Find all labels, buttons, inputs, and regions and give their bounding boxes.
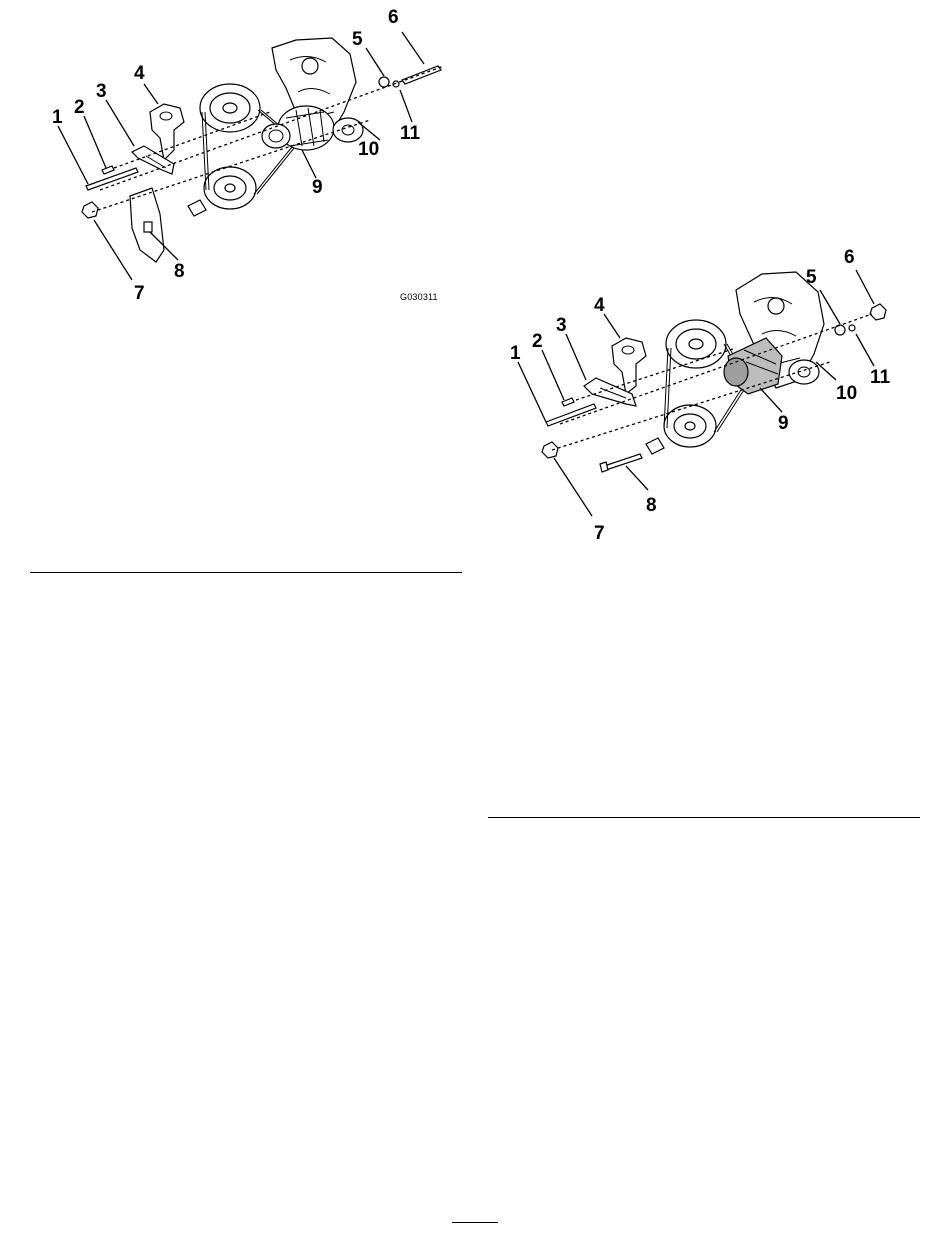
callout-10: 10 <box>836 384 857 403</box>
alternator-exploded-view-figure-2: 1 2 3 4 5 6 7 8 9 10 11 <box>500 244 920 554</box>
alternator-exploded-view-figure-1: 1 2 3 4 5 6 7 8 9 10 11 G030311 <box>40 0 460 320</box>
page-footer-line <box>452 1222 498 1223</box>
callout-8: 8 <box>646 496 657 515</box>
callout-9: 9 <box>312 178 323 197</box>
callout-8: 8 <box>174 262 185 281</box>
callout-1: 1 <box>52 108 63 127</box>
callout-4: 4 <box>594 296 605 315</box>
callout-2: 2 <box>74 98 85 117</box>
figure-1-illustration <box>40 0 460 320</box>
figure-id: G030311 <box>400 292 438 302</box>
callout-6: 6 <box>388 8 399 27</box>
section-divider-right <box>488 817 920 818</box>
callout-5: 5 <box>352 30 363 49</box>
callout-3: 3 <box>96 82 107 101</box>
callout-1: 1 <box>510 344 521 363</box>
callout-3: 3 <box>556 316 567 335</box>
callout-10: 10 <box>358 140 379 159</box>
callout-4: 4 <box>134 64 145 83</box>
callout-11: 11 <box>870 368 890 387</box>
callout-9: 9 <box>778 414 789 433</box>
callout-6: 6 <box>844 248 855 267</box>
callout-7: 7 <box>594 524 605 543</box>
callout-5: 5 <box>806 268 817 287</box>
callout-2: 2 <box>532 332 543 351</box>
callout-11: 11 <box>400 124 420 143</box>
section-divider-left <box>30 572 462 573</box>
callout-7: 7 <box>134 284 145 303</box>
